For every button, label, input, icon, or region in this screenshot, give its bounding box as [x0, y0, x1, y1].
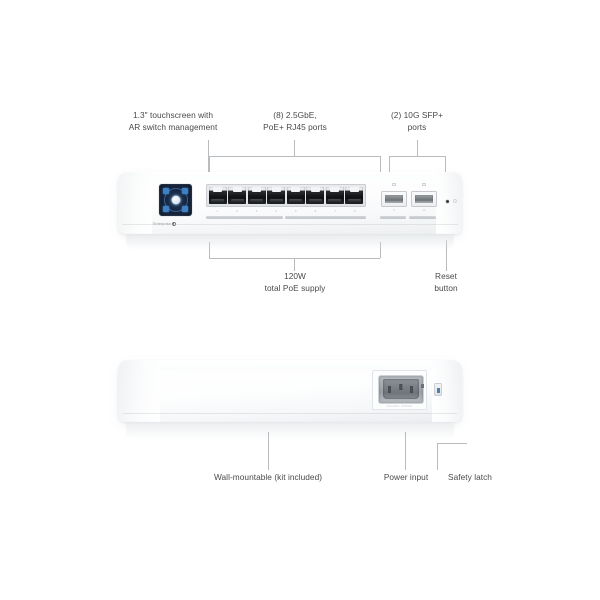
rj45-port[interactable] [306, 186, 325, 205]
leader-rj45-bracket [209, 156, 380, 157]
sfp-port[interactable]: 10 [411, 183, 437, 212]
leader-safety-latch-vertical [437, 443, 438, 470]
chassis-edge-line [123, 413, 457, 414]
sfp-port[interactable]: 9 [381, 183, 407, 212]
socket-notch [420, 384, 424, 388]
power-pin [398, 383, 403, 391]
rj45-port[interactable] [286, 186, 305, 205]
rj45-port-label: 5 [294, 209, 297, 213]
vent-strip [206, 216, 283, 220]
chassis-edge-line [122, 224, 458, 225]
leader-poe-stem [294, 258, 295, 271]
gear-icon[interactable] [182, 206, 188, 212]
callout-wall-mountable: Wall-mountable (kit included) [213, 472, 323, 482]
wifi-icon[interactable] [182, 188, 188, 194]
power-inlet: 100-240V~ 50/60Hz [372, 370, 427, 410]
reflection-bottom [126, 422, 454, 440]
power-socket-recess [382, 379, 419, 399]
rj45-port-labels: 1 2 3 4 5 6 7 8 [206, 209, 366, 213]
leader-poe-bracket-right [380, 242, 381, 258]
sfp-status-led-icon [422, 183, 426, 187]
callout-reset-button: Reset button [434, 271, 458, 293]
callout-power-input: Power input [383, 472, 429, 482]
sfp-port-label: 9 [393, 208, 395, 212]
rj45-port-label: 8 [353, 209, 356, 213]
leader-sfp-bracket-left [389, 156, 390, 172]
power-pin [388, 386, 392, 393]
leader-safety-latch-horizontal [437, 443, 467, 444]
leader-sfp-bracket-right [445, 156, 446, 172]
chassis-left-cap [118, 172, 152, 234]
vent-strip [380, 216, 406, 220]
ubiquiti-u-icon [172, 222, 177, 226]
reflection-top [126, 234, 454, 250]
display-icon[interactable] [163, 188, 169, 194]
sfp-port-bank: 9 10 [381, 183, 437, 212]
rj45-port-label: 2 [236, 209, 238, 213]
vent-strip [409, 216, 436, 220]
rj45-port-label: 6 [314, 209, 317, 213]
leader-wall-mount [268, 432, 269, 470]
brand-label: Enterprise [153, 222, 177, 226]
sfp-port-label: 10 [422, 208, 426, 212]
callout-poe-budget: 120W total PoE supply [264, 271, 326, 293]
rj45-port-label: 7 [334, 209, 337, 213]
ports-icon[interactable] [163, 206, 169, 212]
power-pin [409, 386, 413, 393]
rj45-port-bank [206, 184, 366, 207]
rj45-port[interactable] [228, 186, 247, 205]
touchscreen-ring [163, 188, 188, 212]
leader-sfp-stem [417, 140, 418, 156]
switch-front-view: Enterprise 1 2 3 4 5 6 7 8 [118, 172, 462, 234]
rj45-port-label: 3 [255, 209, 258, 213]
sfp-cage [381, 190, 407, 207]
switch-rear-view: 100-240V~ 50/60Hz [118, 360, 462, 422]
vent-strip [285, 216, 366, 220]
leader-poe-bracket-left [209, 242, 210, 258]
sfp-status-led-icon [392, 183, 396, 187]
touchscreen-display[interactable] [159, 184, 192, 216]
rj45-port[interactable] [247, 186, 266, 205]
leader-rj45-bracket-right [380, 156, 381, 172]
rj45-port[interactable] [208, 186, 227, 205]
leader-touchscreen [208, 140, 209, 172]
rj45-port[interactable] [267, 186, 286, 205]
leader-power-input [405, 432, 406, 470]
hub-dial[interactable] [171, 195, 180, 205]
rj45-port-label: 1 [216, 209, 219, 213]
rj45-port[interactable] [344, 186, 364, 205]
status-led-icon [453, 199, 457, 203]
chassis-left-cap [118, 360, 160, 422]
callout-touchscreen: 1.3" touchscreen with AR switch manageme… [128, 110, 218, 132]
reset-button[interactable] [446, 200, 450, 204]
rj45-port-label: 4 [275, 209, 278, 213]
power-socket[interactable] [377, 374, 424, 404]
brand-text: Enterprise [153, 222, 171, 226]
sfp-cage [411, 190, 437, 207]
safety-latch[interactable] [434, 383, 442, 396]
callout-safety-latch: Safety latch [448, 472, 492, 482]
power-rating-label: 100-240V~ 50/60Hz [386, 404, 413, 408]
callout-sfp-ports: (2) 10G SFP+ ports [390, 110, 443, 132]
rj45-port[interactable] [325, 186, 344, 205]
leader-reset [446, 240, 447, 271]
leader-rj45-bracket-left [209, 156, 210, 172]
chassis-right-cap [436, 172, 462, 234]
callout-rj45-ports: (8) 2.5GbE, PoE+ RJ45 ports [263, 110, 327, 132]
chassis-top-face [118, 360, 462, 371]
leader-rj45-stem [294, 140, 295, 156]
leader-sfp-bracket [389, 156, 445, 157]
